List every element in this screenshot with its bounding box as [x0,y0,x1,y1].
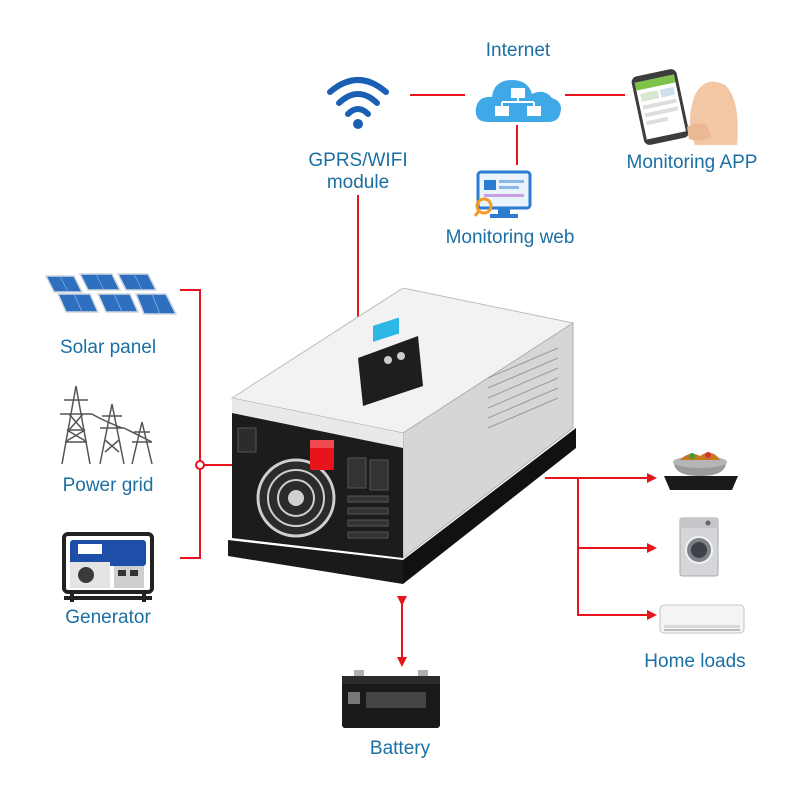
cloud-network-icon [475,80,561,122]
inverter-device [228,288,576,584]
smartphone-app-icon [631,69,738,145]
generator-icon [62,532,154,602]
monitoring-web-label: Monitoring web [445,227,575,248]
battery-icon [342,670,440,728]
loads-branch-line [577,478,657,620]
battery-label: Battery [369,738,431,759]
induction-cooker-icon [664,452,738,490]
solar-panel-label: Solar panel [59,337,157,358]
power-tower-icon [60,385,153,465]
gprs-module-label: module [326,172,390,193]
grid-junction-dot [195,460,205,470]
internet-label: Internet [485,40,551,61]
monitor-web-icon [474,170,532,218]
home-loads-label: Home loads [644,651,746,672]
solar-panel-icon [44,273,178,315]
wifi-icon [327,77,389,129]
generator-label: Generator [65,607,151,628]
gprs-wifi-label: GPRS/WIFI [308,150,408,171]
monitoring-app-label: Monitoring APP [626,152,758,173]
power-grid-label: Power grid [62,475,154,496]
air-conditioner-icon [659,604,745,634]
washing-machine-icon [679,517,719,577]
sources-bus-line [180,289,201,559]
